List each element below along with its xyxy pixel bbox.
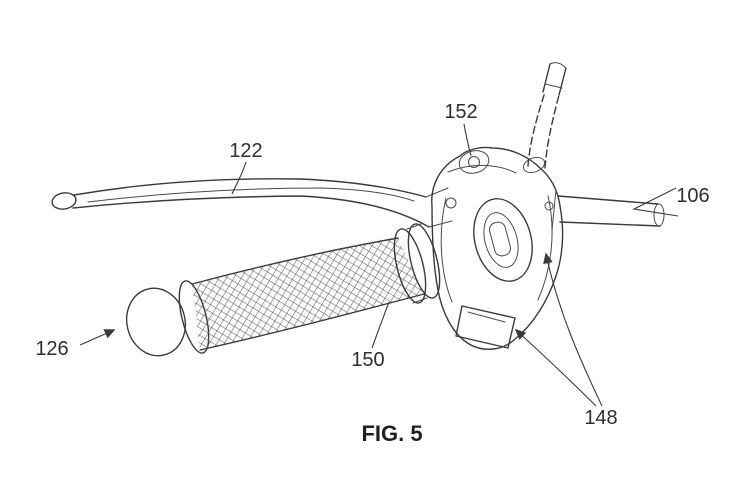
label-grip-end: 126: [35, 338, 68, 360]
label-handlebar: 106: [676, 185, 709, 207]
leader-148-b: [514, 328, 597, 407]
leader-150: [371, 301, 390, 349]
handlebar: [557, 195, 665, 227]
leader-152: [463, 123, 472, 157]
handlebar-grip: [125, 223, 441, 357]
leader-106-pointer: [632, 187, 679, 217]
label-lever: 122: [229, 140, 262, 162]
leader-122: [231, 161, 247, 195]
leader-126-arrow: [79, 329, 116, 346]
label-grip: 150: [351, 349, 384, 371]
top-fastener: [468, 156, 480, 168]
switch-housing: [431, 146, 564, 350]
brake-hose: [522, 62, 567, 174]
reference-numerals: 122 152 106 126 150 148: [35, 101, 709, 429]
label-top-fastener: 152: [444, 101, 477, 123]
leader-148-a: [543, 252, 603, 407]
leader-lines: [79, 123, 679, 407]
figure-caption: FIG. 5: [361, 421, 422, 446]
brake-lever: [51, 178, 457, 228]
label-housing: 148: [584, 407, 617, 429]
